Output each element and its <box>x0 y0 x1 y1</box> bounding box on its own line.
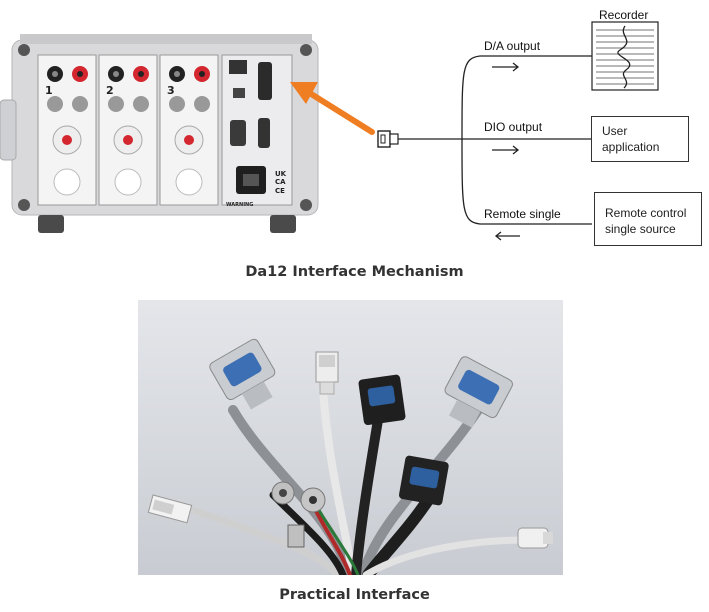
user-application-line: User <box>602 124 628 138</box>
remote-control-line: Remote control <box>605 206 687 220</box>
user-application-box: User application <box>591 116 689 162</box>
pointer-arrow <box>290 82 375 135</box>
remote-single-label: Remote single <box>484 207 561 221</box>
compliance-mark: CE <box>275 187 285 195</box>
channel-number: 1 <box>45 84 53 97</box>
cables-photo <box>138 300 563 575</box>
device-rear-panel-image: 1 2 3 UK CA CE WARNING <box>0 34 319 233</box>
warning-label: WARNING <box>226 202 253 208</box>
remote-control-box: Remote control single source <box>594 192 702 246</box>
recorder-label: Recorder <box>599 8 649 22</box>
compliance-mark: CA <box>275 178 286 186</box>
channel-number: 3 <box>167 84 175 97</box>
cables-illustration <box>147 338 553 575</box>
practical-interface-caption: Practical Interface <box>279 587 430 603</box>
remote-control-line: single source <box>605 222 676 236</box>
wiring-diagram <box>377 21 659 241</box>
dio-output-label: DIO output <box>484 120 543 134</box>
user-application-line: application <box>602 140 660 154</box>
da-output-label: D/A output <box>484 39 541 53</box>
connector-plug-icon <box>377 130 399 148</box>
interface-mechanism-caption: Da12 Interface Mechanism <box>245 264 464 280</box>
channel-number: 2 <box>106 84 114 97</box>
compliance-mark: UK <box>275 170 287 178</box>
channel-modules <box>37 54 219 206</box>
